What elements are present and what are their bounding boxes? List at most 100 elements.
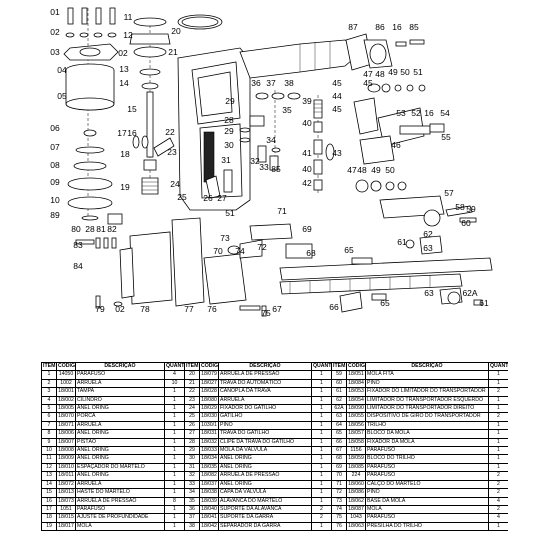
- callout-number: 22: [165, 127, 175, 137]
- callout-number: 62: [423, 229, 433, 239]
- callout-number: 11: [124, 12, 133, 22]
- cell-quantity: 1: [311, 420, 332, 431]
- cell-quantity: 2: [488, 412, 508, 422]
- cell-description: ANEL ORING: [75, 471, 165, 481]
- callout-number: 59: [466, 204, 476, 214]
- cell-item: 60: [331, 378, 347, 389]
- cell-quantity: 1: [488, 420, 508, 431]
- cell-quantity: 1: [164, 504, 185, 515]
- cell-code: 18/082: [199, 471, 219, 481]
- callout-number: 06: [50, 123, 60, 133]
- cell-item: 5: [41, 404, 57, 414]
- cell-code: 18/062: [346, 496, 366, 506]
- cell-quantity: 1: [164, 429, 185, 439]
- cell-code: 18/056: [346, 420, 366, 431]
- callout-number: 02: [118, 48, 128, 58]
- cell-item: 6: [41, 412, 57, 422]
- callout-number: 41: [302, 148, 312, 158]
- cell-quantity: 1: [164, 446, 185, 456]
- cell-item: 36: [184, 504, 200, 515]
- cell-description: FIXADOR DO GATILHO: [218, 404, 312, 414]
- cell-quantity: 1: [164, 513, 185, 523]
- cell-item: 18: [41, 513, 57, 523]
- piston-rod-assembly: [129, 17, 175, 195]
- cell-item: 37: [184, 513, 200, 523]
- cell-code: 18/039: [199, 496, 219, 506]
- cell-description: ANEL ORING: [75, 454, 165, 464]
- cell-item: 69: [331, 462, 347, 473]
- cell-description: GATILHO: [218, 412, 312, 422]
- cell-quantity: 2: [488, 471, 508, 481]
- callout-number: 72: [257, 242, 267, 252]
- cell-code: 1030/1: [199, 420, 219, 431]
- callout-number: 49: [388, 67, 398, 77]
- cell-code: 18/090: [346, 404, 366, 414]
- cell-code: 18/002: [56, 395, 76, 406]
- cell-item: 21: [184, 378, 200, 389]
- cell-description: DISPOSITIVO DE GIRO DO TRANSPORTADOR: [365, 412, 489, 422]
- magazine-assembly: [75, 213, 493, 317]
- cell-code: 18/071: [56, 420, 76, 431]
- callout-number: 07: [50, 142, 60, 152]
- cell-quantity: 1: [164, 404, 185, 414]
- cell-description: MOLA: [75, 521, 165, 532]
- cell-item: 61: [331, 387, 347, 397]
- cell-quantity: 1: [311, 378, 332, 389]
- cell-quantity: 1: [488, 454, 508, 464]
- callout-number: 34: [266, 135, 276, 145]
- header-code: CÓDIGO: [346, 362, 366, 372]
- cell-item: 70: [331, 471, 347, 481]
- callout-number: 61: [397, 237, 407, 247]
- cell-quantity: 1: [311, 429, 332, 439]
- cell-code: 18/007: [56, 437, 76, 448]
- cell-quantity: 1: [311, 387, 332, 397]
- callout-number: 40: [302, 164, 312, 174]
- callout-number: 45: [332, 78, 342, 88]
- cell-item: 13: [41, 471, 57, 481]
- cell-item: 19: [41, 521, 57, 532]
- cell-quantity: 1: [311, 496, 332, 506]
- cell-description: ARRUELA DE PRESSÃO: [218, 370, 312, 380]
- callout-number: 55: [441, 132, 451, 142]
- cell-quantity: 1: [488, 437, 508, 448]
- header-description: DESCRIÇÃO: [75, 362, 165, 372]
- cell-code: 1002: [56, 378, 76, 389]
- cell-quantity: 1: [311, 479, 332, 490]
- cell-description: ALAVANCA DO MARTELO: [218, 496, 312, 506]
- cell-quantity: 2: [488, 479, 508, 490]
- cell-quantity: 1: [164, 387, 185, 397]
- callout-number: 74: [235, 246, 245, 256]
- cell-code: 18/038: [199, 488, 219, 498]
- cell-description: PARAFUSO: [75, 504, 165, 515]
- callout-number: 73: [220, 233, 230, 243]
- cell-description: FIXADOR DO LIMITADOR DO TRANSPORTADOR: [365, 387, 489, 397]
- cell-quantity: 1: [311, 446, 332, 456]
- cell-description: PARAFUSO: [365, 471, 489, 481]
- callout-number: 62A: [462, 288, 477, 298]
- callout-number: 50: [400, 67, 410, 77]
- header-quantity: QUANT: [311, 362, 332, 372]
- callout-number: 78: [140, 304, 150, 314]
- cell-item: 25: [184, 412, 200, 422]
- cell-quantity: 1: [164, 479, 185, 490]
- cell-code: 18/027: [199, 378, 219, 389]
- cell-code: 18/087: [346, 504, 366, 515]
- header-item: ITEM: [331, 362, 347, 372]
- cell-item: 68: [331, 454, 347, 464]
- cell-quantity: 1: [311, 437, 332, 448]
- cell-item: 33: [184, 479, 200, 490]
- cell-description: ESPAÇADOR DO MARTELO: [75, 462, 165, 473]
- cell-quantity: 1: [311, 395, 332, 406]
- cell-code: 18/030: [199, 412, 219, 422]
- lever-assembly: [345, 33, 477, 227]
- callout-number: 37: [266, 78, 276, 88]
